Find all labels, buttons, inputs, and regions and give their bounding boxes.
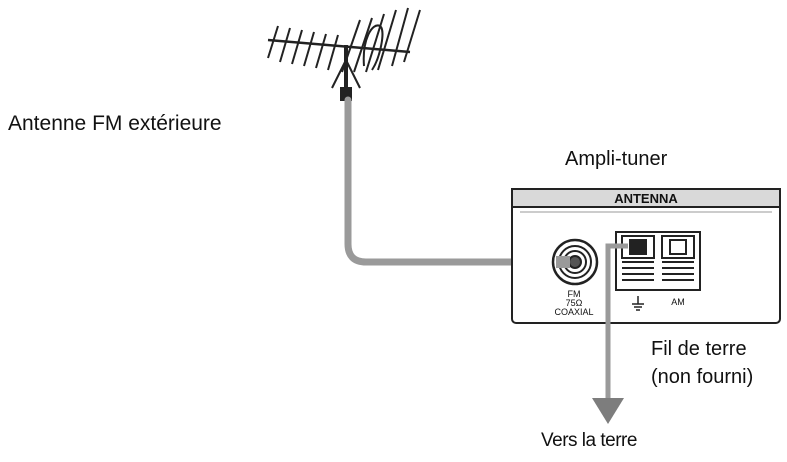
arrow-down-icon xyxy=(592,398,624,424)
am-label: AM xyxy=(671,297,685,307)
fm-antenna-icon xyxy=(267,7,421,101)
ground-icon xyxy=(632,296,644,311)
fm-label-line2: 75Ω xyxy=(566,298,583,308)
amplifier-label: Ampli-tuner xyxy=(565,148,668,170)
ground-wire-label: Fil de terre (non fourni) xyxy=(651,335,753,391)
ground-wire-label-line1: Fil de terre xyxy=(651,338,747,360)
panel-header: ANTENNA xyxy=(614,191,678,206)
fm-antenna-cable xyxy=(344,96,564,266)
to-earth-label: Vers la terre xyxy=(541,430,637,451)
spring-terminal-icon xyxy=(615,231,701,291)
ground-wire xyxy=(605,243,628,398)
antenna-label: Antenne FM extérieure xyxy=(8,112,222,135)
fm-label-line1: FM xyxy=(568,289,581,299)
fm-label-line3: COAXIAL xyxy=(554,307,593,317)
ground-wire-label-line2: (non fourni) xyxy=(651,366,754,388)
